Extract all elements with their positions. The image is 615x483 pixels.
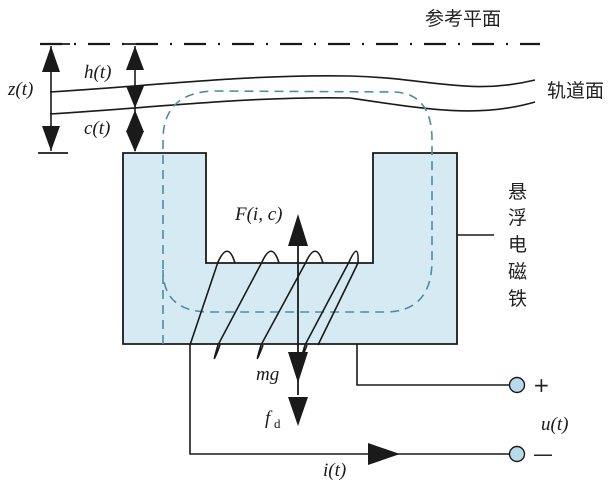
- plus-sign: +: [533, 373, 550, 397]
- current-label: i(t): [323, 460, 346, 481]
- track-surface-upper: [49, 74, 536, 93]
- terminal-minus: [508, 445, 526, 463]
- electromagnet-core: [122, 152, 458, 345]
- minus-sign: —: [533, 442, 553, 466]
- gravity-label: mg: [256, 364, 279, 385]
- svg-text:浮: 浮: [508, 207, 527, 229]
- reference-plane-label: 参考平面: [425, 8, 501, 30]
- terminal-plus: [508, 376, 526, 394]
- gravity-arrow-head: [288, 352, 308, 383]
- c-label: c(t): [84, 118, 110, 139]
- track-surface-label: 轨道面: [547, 80, 604, 102]
- svg-text:悬: 悬: [508, 181, 527, 203]
- disturbance-label: f: [265, 408, 273, 429]
- z-label: z(t): [7, 79, 33, 100]
- svg-text:磁: 磁: [508, 261, 527, 283]
- svg-text:铁: 铁: [508, 288, 527, 310]
- disturbance-subscript: d: [274, 416, 281, 431]
- force-label: F(i, c): [234, 204, 282, 225]
- wire-minus: [189, 344, 509, 455]
- flux-path: [162, 90, 433, 344]
- track-surface-lower: [49, 96, 536, 115]
- electromagnet-label: 悬 浮 电 磁 铁: [508, 181, 527, 310]
- current-arrow-head: [368, 443, 400, 465]
- h-label: h(t): [84, 62, 111, 83]
- disturbance-arrow-head: [288, 397, 308, 426]
- force-arrow-head: [288, 214, 308, 246]
- svg-text:电: 电: [508, 234, 527, 256]
- wire-plus: [356, 344, 509, 386]
- voltage-label: u(t): [541, 414, 568, 435]
